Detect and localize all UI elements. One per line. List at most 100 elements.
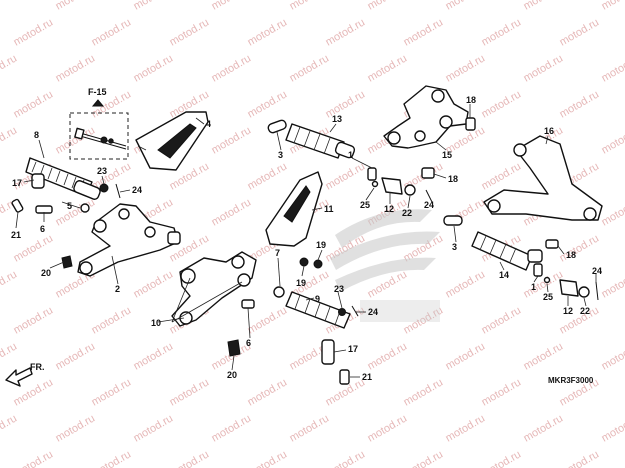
- bolt-20b: [227, 339, 241, 357]
- cotter-pin-24d: [595, 281, 599, 301]
- cotter-pin-24b: [425, 189, 433, 203]
- watermark-text: motod.ru: [246, 88, 290, 120]
- ring-25b: [543, 276, 551, 284]
- watermark-text: motod.ru: [210, 412, 254, 444]
- watermark-text: motod.ru: [0, 124, 19, 156]
- watermark-text: motod.ru: [522, 0, 566, 13]
- watermark-text: motod.ru: [366, 412, 410, 444]
- bolt-21b: [339, 369, 350, 385]
- reference-outline: [69, 112, 129, 160]
- callout-18b: 18: [448, 174, 458, 184]
- bolt-20a: [61, 255, 73, 269]
- callout-24: 24: [132, 185, 142, 195]
- watermark-text: motod.ru: [246, 16, 290, 48]
- watermark-text: motod.ru: [12, 448, 56, 468]
- watermark-text: motod.ru: [54, 0, 98, 13]
- bolt-18b: [421, 167, 435, 179]
- ring-25a: [371, 180, 379, 188]
- watermark-text: motod.ru: [0, 340, 19, 372]
- callout-12b: 12: [563, 306, 573, 316]
- spring-5: [80, 203, 90, 213]
- watermark-text: motod.ru: [366, 0, 410, 13]
- watermark-text: motod.ru: [480, 160, 524, 192]
- callout-23b: 23: [334, 284, 344, 294]
- watermark-text: motod.ru: [444, 0, 488, 13]
- watermark-text: motod.ru: [288, 412, 332, 444]
- plate-12a: [381, 177, 403, 195]
- watermark-text: motod.ru: [90, 304, 134, 336]
- callout-4: 4: [206, 119, 211, 129]
- bolt-18a: [465, 117, 476, 131]
- callout-20: 20: [41, 268, 51, 278]
- watermark-text: motod.ru: [12, 88, 56, 120]
- watermark-text: motod.ru: [210, 124, 254, 156]
- callout-3b: 3: [452, 242, 457, 252]
- callout-22: 22: [402, 208, 412, 218]
- watermark-text: motod.ru: [444, 268, 488, 300]
- watermark-text: motod.ru: [12, 304, 56, 336]
- pin-3: [267, 119, 287, 134]
- watermark-text: motod.ru: [600, 124, 625, 156]
- watermark-text: motod.ru: [600, 412, 625, 444]
- watermark-text: motod.ru: [0, 412, 19, 444]
- callout-21b: 21: [362, 372, 372, 382]
- watermark-text: motod.ru: [54, 340, 98, 372]
- passenger-bracket-lower: [483, 135, 603, 221]
- watermark-text: motod.ru: [600, 268, 625, 300]
- pin-17: [321, 339, 335, 365]
- watermark-text: motod.ru: [402, 376, 446, 408]
- callout-17b: 17: [348, 344, 358, 354]
- callout-11: 11: [324, 204, 334, 214]
- watermark-text: motod.ru: [132, 52, 176, 84]
- callout-2: 2: [115, 284, 120, 294]
- callout-19b: 19: [296, 278, 306, 288]
- watermark-text: motod.ru: [324, 88, 368, 120]
- diagram-code: MKR3F3000: [548, 376, 594, 385]
- watermark-text: motod.ru: [132, 412, 176, 444]
- watermark-text: motod.ru: [246, 376, 290, 408]
- callout-6: 6: [40, 224, 45, 234]
- front-label: FR.: [30, 362, 45, 372]
- watermark-text: motod.ru: [0, 268, 19, 300]
- passenger-footpeg: [471, 231, 543, 271]
- callout-20b: 20: [227, 370, 237, 380]
- watermark-text: motod.ru: [168, 376, 212, 408]
- callout-1b: 1: [531, 282, 536, 292]
- watermark-text: motod.ru: [288, 0, 332, 13]
- spring-1b: [533, 263, 543, 277]
- leader-lines: [15, 104, 597, 378]
- washer-19a: [299, 257, 309, 267]
- watermark-text: motod.ru: [324, 16, 368, 48]
- callout-9: 9: [315, 294, 320, 304]
- plate-12b: [559, 279, 579, 297]
- callout-14: 14: [499, 270, 509, 280]
- callout-24d: 24: [368, 307, 378, 317]
- footpeg-rubber: [25, 157, 101, 200]
- arrow-front-icon: [5, 367, 33, 387]
- watermark-text: motod.ru: [480, 376, 524, 408]
- watermark-text: motod.ru: [246, 160, 290, 192]
- watermark-text: motod.ru: [558, 232, 602, 264]
- watermark-text: motod.ru: [324, 160, 368, 192]
- watermark-text: motod.ru: [402, 448, 446, 468]
- watermark-text: motod.ru: [558, 448, 602, 468]
- watermark-text: motod.ru: [480, 448, 524, 468]
- watermark-text: motod.ru: [522, 412, 566, 444]
- watermark-text: motod.ru: [90, 376, 134, 408]
- callout-22b: 22: [580, 306, 590, 316]
- bolt-21: [11, 198, 24, 213]
- watermark-text: motod.ru: [54, 52, 98, 84]
- watermark-text: motod.ru: [480, 304, 524, 336]
- watermark-text: motod.ru: [54, 412, 98, 444]
- watermark-text: motod.ru: [12, 16, 56, 48]
- spring-7: [273, 286, 285, 298]
- watermark-text: motod.ru: [210, 52, 254, 84]
- callout-3: 3: [278, 150, 283, 160]
- callout-24c: 24: [592, 266, 602, 276]
- pivot-bolt-6: [35, 205, 53, 214]
- watermark-text: motod.ru: [522, 52, 566, 84]
- watermark-text: motod.ru: [288, 52, 332, 84]
- watermark-text: motod.ru: [444, 340, 488, 372]
- pin-3b: [443, 215, 463, 226]
- callout-18c: 18: [566, 250, 576, 260]
